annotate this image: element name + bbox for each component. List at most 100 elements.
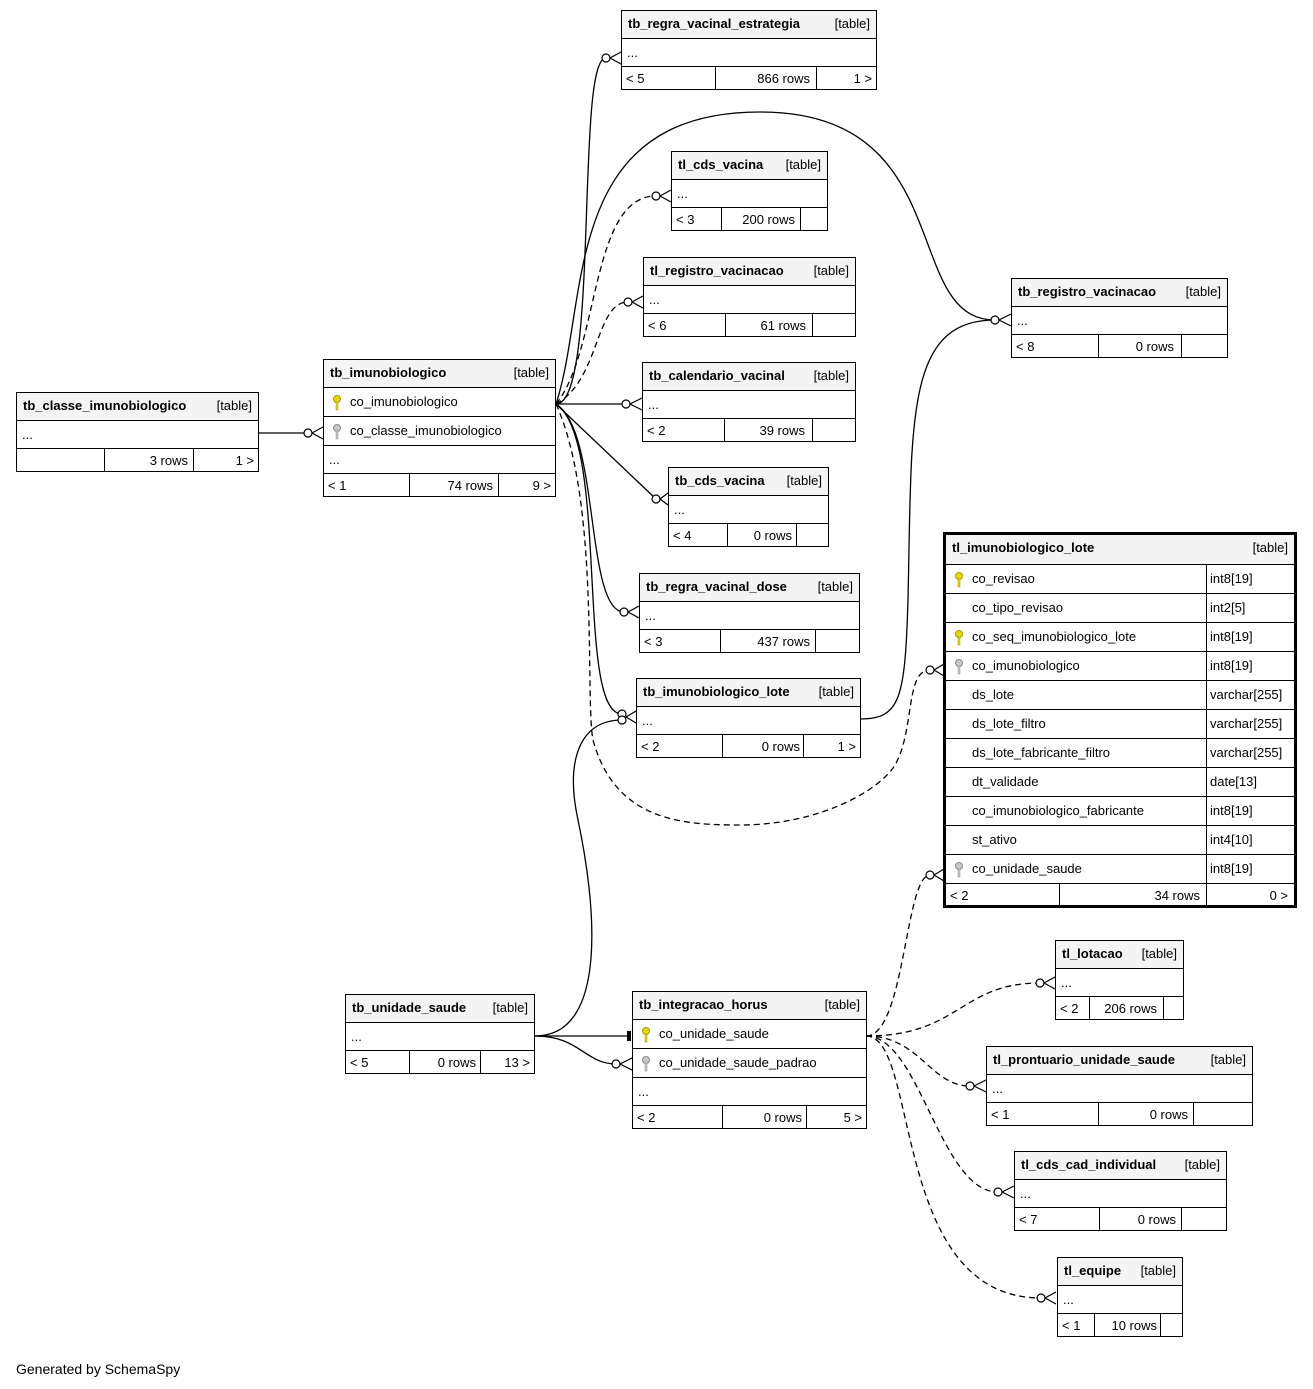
row-count: 0 rows [753,528,792,543]
table-tb-regra-vacinal-dose[interactable]: tb_regra_vacinal_dose[table] ... < 3 437… [639,573,860,653]
edge-end-marker [651,191,661,201]
children-count[interactable]: 13 > [504,1055,530,1070]
parents-count[interactable]: < 2 [1060,1001,1079,1016]
table-tb-registro-vacinacao[interactable]: tb_registro_vacinacao[table] ... < 8 0 r… [1011,278,1228,358]
parents-count[interactable]: < 2 [641,739,660,754]
table-name: tb_calendario_vacinal [649,368,785,383]
primary-key-icon [642,1027,650,1043]
table-type: [table] [813,263,849,278]
parents-count[interactable]: < 3 [676,212,695,227]
crowfoot [933,868,945,882]
parents-count[interactable]: < 1 [1062,1318,1081,1333]
table-tb-calendario-vacinal[interactable]: tb_calendario_vacinal[table] ... < 2 39 … [642,362,856,442]
children-count[interactable]: 1 > [837,739,856,754]
parents-count[interactable]: < 5 [626,71,645,86]
column-type: int4[10] [1206,826,1253,854]
table-tl-imunobiologico-lote[interactable]: tl_imunobiologico_lote[table] co_revisao… [943,532,1297,908]
column-type: int8[19] [1206,565,1253,593]
column-row[interactable]: co_unidade_saude [633,1020,866,1049]
column-name: co_imunobiologico [972,658,1080,673]
ellipsis: ... [1020,1186,1031,1201]
one-marker [627,1031,631,1041]
children-count[interactable]: 1 > [853,71,872,86]
table-tl-equipe[interactable]: tl_equipe[table] ... < 1 10 rows [1057,1257,1183,1337]
table-tl-prontuario-unidade-saude[interactable]: tl_prontuario_unidade_saude[table] ... <… [986,1046,1253,1126]
table-tl-lotacao[interactable]: tl_lotacao[table] ... < 2 206 rows [1055,940,1184,1020]
parents-count[interactable]: < 1 [991,1107,1010,1122]
column-type: int8[19] [1206,623,1253,651]
parents-count[interactable]: < 3 [644,634,663,649]
column-name: co_classe_imunobiologico [350,423,502,438]
parents-count[interactable]: < 2 [637,1110,656,1125]
parents-count[interactable]: < 7 [1019,1212,1038,1227]
primary-key-icon [955,630,963,646]
edge-end-marker [925,665,935,675]
edge-horus-to-prontuario [865,1035,971,1087]
table-tb-integracao-horus[interactable]: tb_integracao_horus[table] co_unidade_sa… [632,991,867,1129]
parents-count[interactable]: < 1 [328,478,347,493]
ellipsis: ... [329,452,340,467]
children-count[interactable]: 0 > [1269,888,1288,903]
edge-imuno-to-tl-registro [555,301,629,405]
crowfoot [629,397,643,411]
row-count: 0 rows [1137,1212,1176,1227]
table-tb-unidade-saude[interactable]: tb_unidade_saude[table] ... < 5 0 rows 1… [345,994,535,1074]
crowfoot [631,295,644,309]
ellipsis: ... [677,186,688,201]
column-name: co_unidade_saude [972,861,1082,876]
edge-horus-to-tl-lote [865,874,931,1037]
column-name: co_unidade_saude_padrao [659,1055,817,1070]
table-type: [table] [1210,1052,1246,1067]
row-count: 0 rows [761,739,800,754]
edge-end-marker [619,607,629,617]
children-count[interactable]: 5 > [843,1110,862,1125]
edge-end-marker [621,399,631,409]
row-count: 437 rows [757,634,810,649]
parents-count[interactable]: < 4 [673,528,692,543]
row-count: 0 rows [763,1110,802,1125]
crowfoot [933,663,945,677]
table-type: [table] [834,16,870,31]
edge-end-marker [925,870,935,880]
parents-count[interactable]: < 6 [648,318,667,333]
edge-imuno-to-tl-cds-vacina [555,195,657,405]
column-row[interactable]: co_unidade_saude_padrao [633,1049,866,1078]
table-tb-regra-vacinal-estrategia[interactable]: tb_regra_vacinal_estrategia[table] ... <… [621,10,877,90]
table-tl-cds-vacina[interactable]: tl_cds_vacina[table] ... < 3 200 rows [671,151,828,231]
column-name: ds_lote [972,687,1014,702]
column-row[interactable]: co_imunobiologico [324,388,555,417]
parents-count[interactable]: < 2 [950,888,969,903]
parents-count[interactable]: < 2 [647,423,666,438]
table-tb-classe-imunobiologico[interactable]: tb_classe_imunobiologico[table] ... 3 ro… [16,392,259,472]
row-count: 866 rows [757,71,810,86]
parents-count[interactable]: < 5 [350,1055,369,1070]
table-type: [table] [1252,540,1288,555]
row-count: 206 rows [1104,1001,1157,1016]
children-count[interactable]: 9 > [532,478,551,493]
children-count[interactable]: 1 > [235,453,254,468]
column-row[interactable]: co_classe_imunobiologico [324,417,555,446]
table-tl-cds-cad-individual[interactable]: tl_cds_cad_individual[table] ... < 7 0 r… [1014,1151,1227,1231]
table-tb-imunobiologico-lote[interactable]: tb_imunobiologico_lote[table] ... < 2 0 … [636,678,861,758]
generated-by-footer: Generated by SchemaSpy [16,1361,181,1377]
table-type: [table] [216,398,252,413]
edge-end-marker [303,428,313,438]
table-tb-cds-vacina[interactable]: tb_cds_vacina[table] ... < 4 0 rows [668,467,829,547]
table-tb-imunobiologico[interactable]: tb_imunobiologico[table] co_imunobiologi… [323,359,556,497]
parents-count[interactable]: < 8 [1016,339,1035,354]
column-name: co_imunobiologico_fabricante [972,803,1145,818]
row-count: 0 rows [1135,339,1174,354]
row-count: 34 rows [1154,888,1200,903]
table-tl-registro-vacinacao[interactable]: tl_registro_vacinacao[table] ... < 6 61 … [643,257,856,337]
